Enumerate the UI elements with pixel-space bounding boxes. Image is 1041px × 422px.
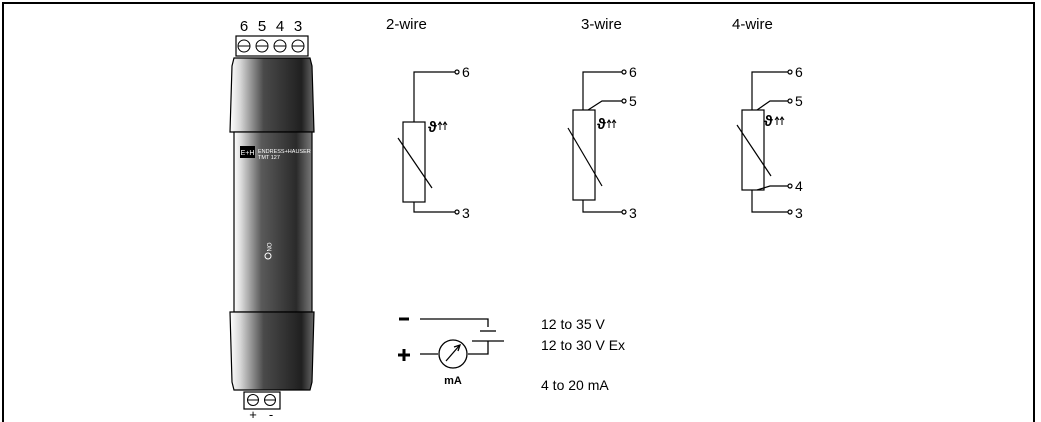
led-indicator xyxy=(264,252,272,260)
three-wire-theta-symbol: ϑ xyxy=(597,116,606,133)
two-wire-title: 2-wire xyxy=(386,16,427,33)
three-wire-terminal-3-dot xyxy=(621,209,627,215)
brand-logo-text: E+H xyxy=(241,150,255,157)
brand-name: ENDRESS+HAUSER xyxy=(258,149,311,155)
positive-supply-lead xyxy=(468,341,489,355)
three-wire-diagram: 3-wire 6 5 3 ϑ xyxy=(567,16,637,221)
terminal-number-5: 5 xyxy=(258,18,266,35)
four-wire-title: 4-wire xyxy=(732,16,773,33)
three-wire-terminal-5-dot xyxy=(621,98,627,104)
led-label: ON xyxy=(265,243,271,252)
three-wire-terminal-3: 3 xyxy=(629,205,637,221)
three-wire-lead-3 xyxy=(582,200,622,213)
four-wire-lead-4 xyxy=(756,185,788,191)
four-wire-lead-6 xyxy=(751,71,788,110)
top-terminal-block xyxy=(235,35,309,57)
two-wire-theta-symbol: ϑ xyxy=(428,119,437,136)
bottom-terminal-screws xyxy=(247,394,276,406)
power-supply-circuit: mA 12 to 35 V 12 to 30 V Ex 4 to 20 mA xyxy=(398,316,625,393)
supply-range-ex: 12 to 30 V Ex xyxy=(541,337,625,353)
three-wire-rtd-arrow xyxy=(567,127,603,187)
two-wire-diagram: 2-wire 6 3 ϑ xyxy=(386,16,470,221)
four-wire-terminal-4-dot xyxy=(787,183,793,189)
supply-range: 12 to 35 V xyxy=(541,316,605,332)
two-wire-lead-6 xyxy=(413,71,455,122)
four-wire-terminal-5: 5 xyxy=(795,93,803,109)
terminal-plus-label: + xyxy=(249,407,257,420)
device-bottom-cap xyxy=(229,311,315,391)
three-wire-lead-6 xyxy=(582,71,622,110)
three-wire-lead-5 xyxy=(587,100,622,111)
two-wire-lead-3 xyxy=(413,202,455,213)
device-top-cap xyxy=(229,57,315,133)
three-wire-rising-arrows xyxy=(606,119,617,128)
two-wire-rtd-arrow xyxy=(397,137,433,189)
ammeter-unit: mA xyxy=(444,375,462,387)
three-wire-terminal-6: 6 xyxy=(629,64,637,80)
terminal-number-3: 3 xyxy=(294,18,302,35)
four-wire-diagram: 4-wire 6 5 4 3 ϑ xyxy=(732,16,803,221)
two-wire-terminal-3: 3 xyxy=(462,205,470,221)
terminal-minus-label: - xyxy=(269,407,273,420)
four-wire-rising-arrows xyxy=(774,116,785,125)
four-wire-terminal-3-dot xyxy=(787,209,793,215)
output-range: 4 to 20 mA xyxy=(541,377,609,393)
ammeter-needle xyxy=(445,345,460,362)
four-wire-terminal-3: 3 xyxy=(795,205,803,221)
four-wire-terminal-4: 4 xyxy=(795,178,803,194)
four-wire-terminal-6-dot xyxy=(787,69,793,75)
three-wire-terminal-6-dot xyxy=(621,69,627,75)
four-wire-theta-symbol: ϑ xyxy=(764,113,773,130)
ammeter-needle-head xyxy=(453,343,462,352)
ammeter xyxy=(438,339,468,369)
four-wire-terminal-6: 6 xyxy=(795,64,803,80)
three-wire-title: 3-wire xyxy=(581,16,622,33)
terminal-number-6: 6 xyxy=(240,18,248,35)
four-wire-rtd-arrow xyxy=(736,124,772,177)
three-wire-terminal-5: 5 xyxy=(629,93,637,109)
model-name: TMT 127 xyxy=(258,155,280,161)
top-terminal-screws xyxy=(237,39,305,53)
two-wire-terminal-6-dot xyxy=(454,69,460,75)
four-wire-lead-3 xyxy=(751,190,788,213)
four-wire-lead-5 xyxy=(756,100,788,111)
brand-logo xyxy=(240,146,255,158)
two-wire-rising-arrows xyxy=(437,121,448,130)
four-wire-terminal-5-dot xyxy=(787,98,793,104)
negative-supply-lead xyxy=(420,318,489,327)
device-body xyxy=(233,131,313,313)
two-wire-terminal-6: 6 xyxy=(462,64,470,80)
terminal-number-4: 4 xyxy=(276,18,284,35)
transmitter-device: 6 5 4 3 E+H ENDRESS+HAUSER TMT 127 ON + xyxy=(229,18,315,420)
two-wire-terminal-3-dot xyxy=(454,209,460,215)
